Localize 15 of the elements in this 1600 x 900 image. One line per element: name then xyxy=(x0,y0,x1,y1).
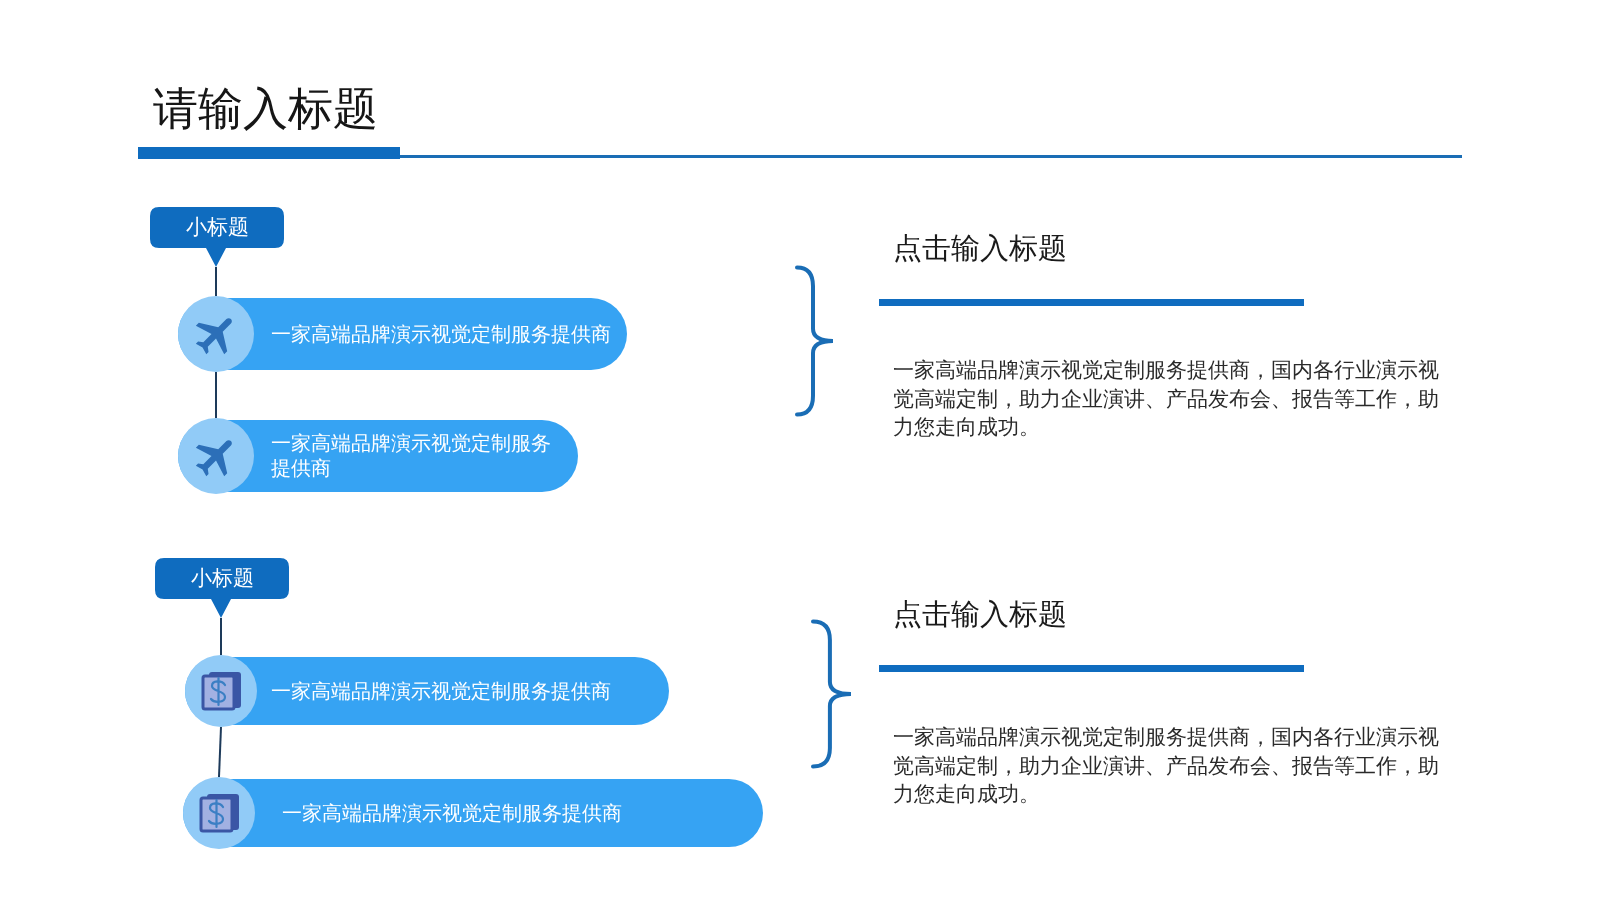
description-text: 一家高端品牌演示视觉定制服务提供商 xyxy=(271,431,552,481)
connector-line xyxy=(215,266,217,297)
section-heading: 点击输入标题 xyxy=(893,596,1067,633)
page-title: 请输入标题 xyxy=(153,81,378,137)
connector-line xyxy=(220,617,222,656)
callout-box: 小标题 xyxy=(155,558,289,618)
connector-line xyxy=(218,726,222,778)
description-paragraph: 一家高端品牌演示视觉定制服务提供商，国内各行业演示视觉高端定制，助力企业演讲、产品发布会、报告等工作，助力您走向成功。 xyxy=(893,357,1440,441)
callout-box: 小标题 xyxy=(150,207,284,267)
connector-line xyxy=(215,371,217,419)
description-text: 一家高端品牌演示视觉定制服务提供商 xyxy=(271,678,611,704)
description-text: 一家高端品牌演示视觉定制服务提供商 xyxy=(271,321,611,347)
description-paragraph: 一家高端品牌演示视觉定制服务提供商，国内各行业演示视觉高端定制，助力企业演讲、产品发布会、报告等工作，助力您走向成功。 xyxy=(893,724,1440,808)
section-heading: 点击输入标题 xyxy=(893,230,1067,267)
description-text: 一家高端品牌演示视觉定制服务提供商 xyxy=(282,800,622,826)
